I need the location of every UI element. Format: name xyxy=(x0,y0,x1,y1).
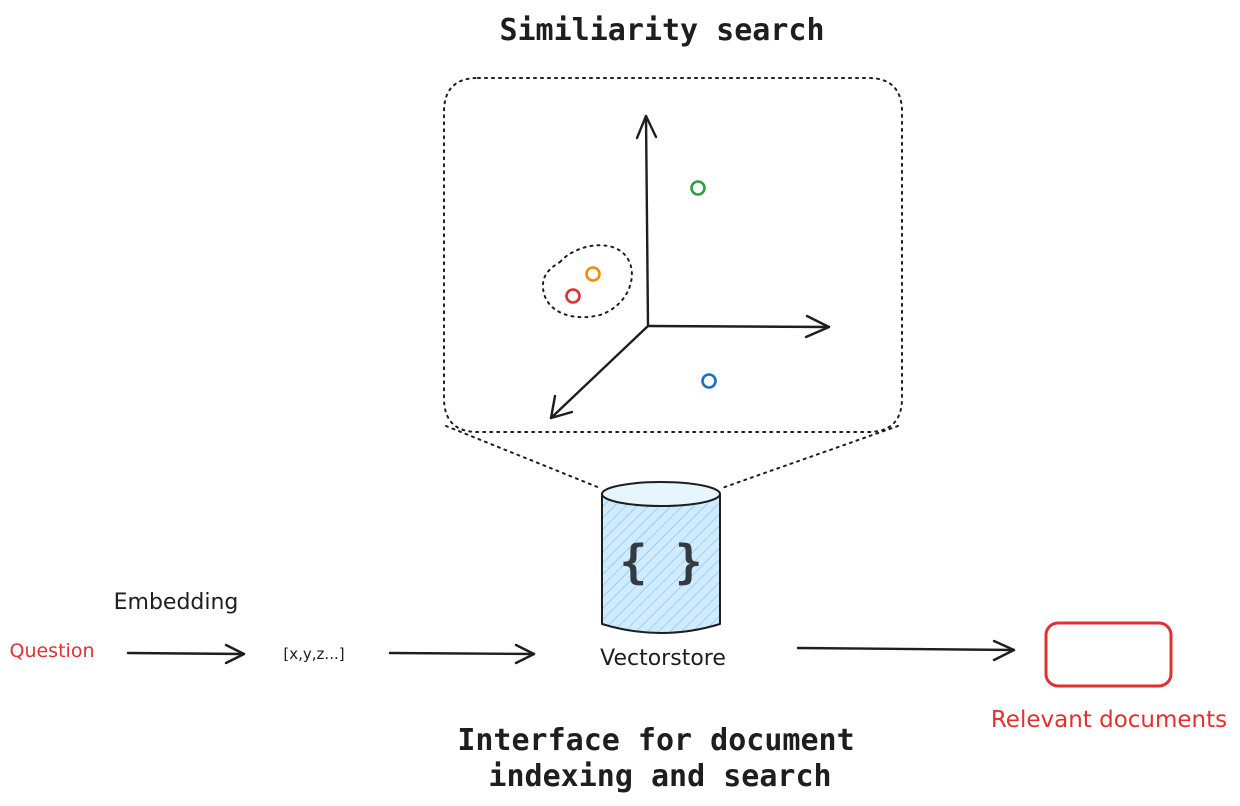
documents-box-icon xyxy=(1044,621,1173,688)
zoom-frame xyxy=(443,77,903,489)
vectorstore-cylinder-icon: { } xyxy=(601,481,721,634)
data-points xyxy=(565,180,717,389)
vector-label: [x,y,z...] xyxy=(283,645,344,663)
blue-point-icon xyxy=(701,373,717,389)
red-point-icon xyxy=(565,288,581,304)
cluster-outline xyxy=(541,244,633,319)
caption-line-1: Interface for document xyxy=(457,723,854,758)
orange-point-icon xyxy=(585,266,601,282)
axes-icon xyxy=(549,114,831,420)
question-label: Question xyxy=(10,640,95,662)
vectorstore-label: Vectorstore xyxy=(600,646,726,671)
diagram-title: Similiarity search xyxy=(499,13,824,48)
arrow-question-to-vector xyxy=(126,643,246,665)
braces-icon: { } xyxy=(619,535,702,589)
arrow-vector-to-vectorstore xyxy=(388,643,536,665)
green-point-icon xyxy=(690,180,706,196)
relevant-documents-label: Relevant documents xyxy=(991,707,1227,733)
arrow-vectorstore-to-documents xyxy=(796,639,1016,662)
embedding-label: Embedding xyxy=(114,590,239,615)
caption-line-2: indexing and search xyxy=(488,759,831,794)
